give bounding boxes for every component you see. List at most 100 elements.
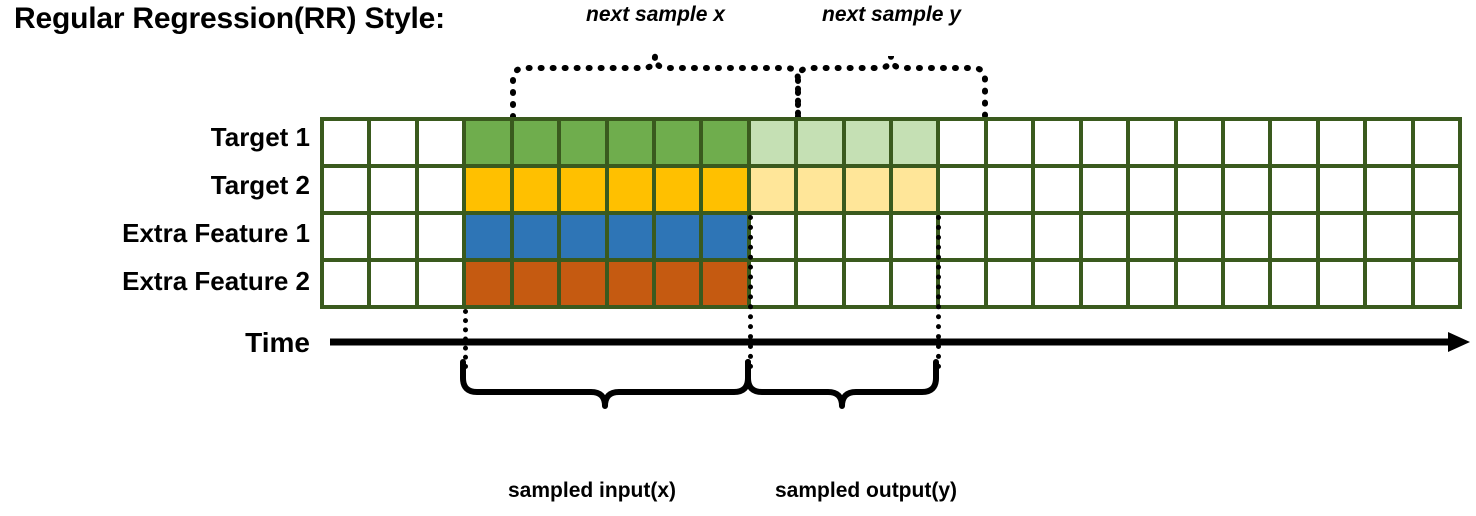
grid-cell [418, 215, 463, 258]
grid-row-extra-feature-1 [324, 215, 1459, 258]
grid-cell [1225, 168, 1269, 211]
grid-cell [987, 121, 1032, 164]
grid-cell [1035, 168, 1079, 211]
grid-cell [1225, 215, 1269, 258]
grid-cell [1130, 121, 1174, 164]
grid-cell [1319, 262, 1364, 305]
page-title: Regular Regression(RR) Style: [14, 2, 445, 35]
grid-cell [655, 168, 700, 211]
grid-cell [371, 168, 415, 211]
grid-cell [893, 121, 937, 164]
grid-cell [1319, 168, 1364, 211]
grid-cell [608, 168, 652, 211]
next-sample-x-label: next sample x [586, 3, 725, 26]
grid-cell [703, 215, 747, 258]
grid-cell [1367, 262, 1411, 305]
grid-cell [655, 121, 700, 164]
grid-cell [324, 121, 368, 164]
grid-cell [324, 262, 368, 305]
grid-cell [513, 262, 558, 305]
row-label-extra-feature-2: Extra Feature 2 [122, 266, 310, 296]
grid-cell [1272, 168, 1316, 211]
grid-row-target-2 [324, 168, 1459, 211]
grid-cell [1414, 121, 1459, 164]
grid-cell [750, 262, 795, 305]
time-axis-arrow [330, 332, 1470, 352]
grid-cell [1225, 262, 1269, 305]
grid-cell [798, 121, 842, 164]
grid-cell [750, 121, 795, 164]
grid-cell [1082, 121, 1127, 164]
grid-cell [418, 168, 463, 211]
grid-cell [1082, 262, 1127, 305]
grid-cell [1319, 215, 1364, 258]
row-label-column: Target 1 Target 2 Extra Feature 1 Extra … [0, 117, 310, 309]
grid-cell [750, 168, 795, 211]
grid-cell [1225, 121, 1269, 164]
grid-cell [893, 215, 937, 258]
grid-cell [893, 262, 937, 305]
grid-cell [987, 262, 1032, 305]
grid-cell [371, 262, 415, 305]
grid-cell [750, 215, 795, 258]
row-label-target-1: Target 1 [210, 122, 310, 152]
grid-cell [1130, 215, 1174, 258]
grid-row-target-1 [324, 121, 1459, 164]
grid-cell [561, 262, 605, 305]
grid-cell [845, 121, 890, 164]
sampled-output-annotation: sampled output(y) horizon=4 output_featu… [775, 421, 1002, 516]
grid-cell [608, 262, 652, 305]
grid-cell [845, 168, 890, 211]
grid-cell [1130, 262, 1174, 305]
grid-cell [798, 168, 842, 211]
grid-cell [1035, 121, 1079, 164]
grid-cell [1082, 215, 1127, 258]
grid-cell [561, 215, 605, 258]
time-axis-label: Time [245, 327, 310, 358]
grid-cell [703, 121, 747, 164]
grid-cell [987, 168, 1032, 211]
grid-cell [1414, 168, 1459, 211]
next-sample-y-label: next sample y [822, 3, 961, 26]
grid-cell [798, 262, 842, 305]
grid-cell [940, 215, 984, 258]
grid-cell [608, 121, 652, 164]
grid-cell [845, 262, 890, 305]
grid-cell [466, 262, 510, 305]
grid-cell [561, 168, 605, 211]
grid-cell [1367, 215, 1411, 258]
grid-cell [371, 121, 415, 164]
grid-cell [466, 121, 510, 164]
grid-cell [324, 168, 368, 211]
grid-cell [1082, 168, 1127, 211]
grid-cell [1272, 262, 1316, 305]
grid-cell [703, 168, 747, 211]
row-label-extra-feature-1: Extra Feature 1 [122, 218, 310, 248]
grid-cell [1319, 121, 1364, 164]
grid-cell [1177, 215, 1222, 258]
guide-input-end [748, 215, 753, 369]
grid-cell [466, 168, 510, 211]
grid-cell [940, 262, 984, 305]
sampled-input-annotation: sampled input(x) lookback=6 input_featur… [508, 421, 721, 516]
grid-cell [418, 121, 463, 164]
grid-cell [940, 121, 984, 164]
grid-cell [1272, 121, 1316, 164]
grid-cell [1414, 262, 1459, 305]
grid-cell [987, 215, 1032, 258]
guide-output-end [936, 215, 941, 369]
sampled-input-line-1: sampled input(x) [508, 478, 677, 502]
grid-cell [1035, 262, 1079, 305]
grid-cell [1367, 121, 1411, 164]
grid-cell [1177, 262, 1222, 305]
grid-cell [940, 168, 984, 211]
grid-row-extra-feature-2 [324, 262, 1459, 305]
grid-cell [371, 215, 415, 258]
grid-cell [608, 215, 652, 258]
grid-cell [1177, 168, 1222, 211]
timeline-grid [320, 117, 1462, 309]
grid-cell [513, 215, 558, 258]
grid-cell [513, 121, 558, 164]
grid-cell [1367, 168, 1411, 211]
